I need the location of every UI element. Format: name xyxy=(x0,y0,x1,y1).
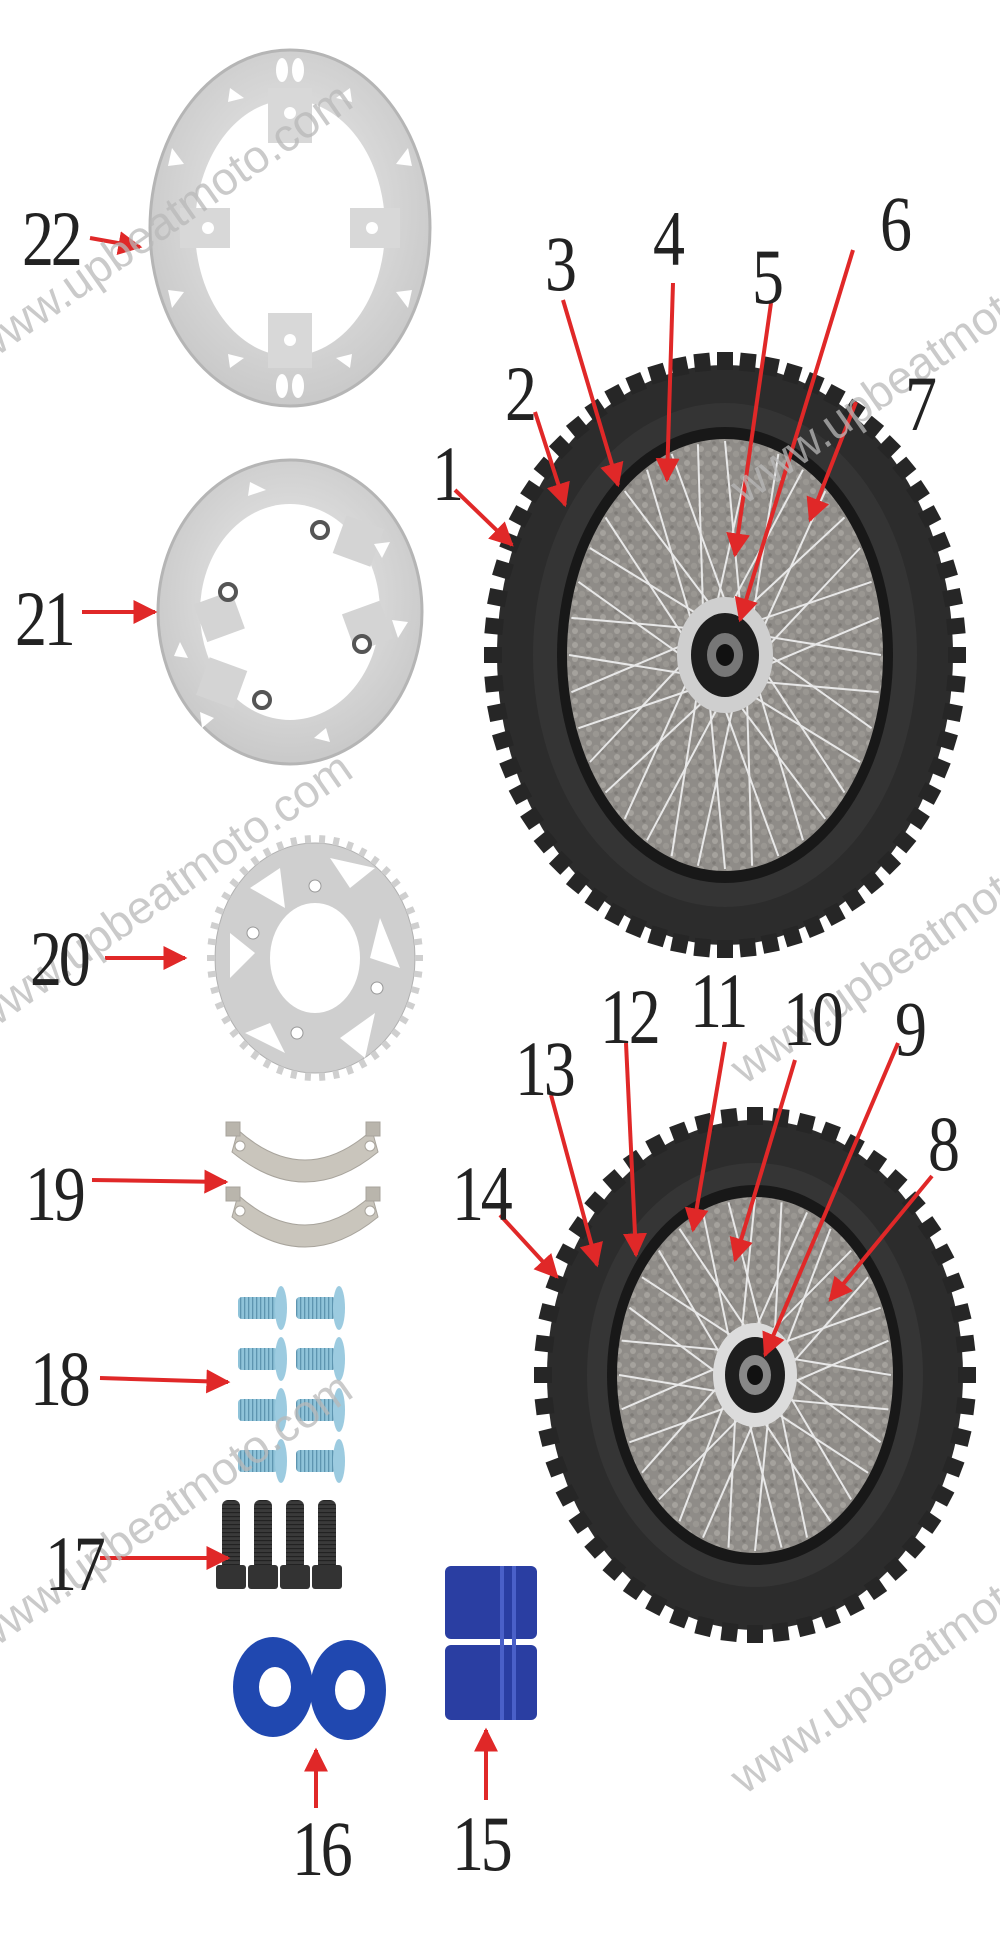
arrow-9 xyxy=(762,1042,900,1358)
callout-label-2: 2 xyxy=(505,350,537,437)
callout-label-13: 13 xyxy=(515,1025,576,1112)
arrow-10 xyxy=(729,1059,797,1263)
callout-label-3: 3 xyxy=(545,220,577,307)
callout-label-16: 16 xyxy=(292,1805,353,1892)
arrow-7 xyxy=(806,401,858,523)
blue-washers xyxy=(233,1637,386,1740)
arrow-3 xyxy=(561,299,624,488)
callout-label-4: 4 xyxy=(653,195,685,282)
rear-wheel xyxy=(534,1107,976,1643)
front-brake-disc xyxy=(148,48,432,408)
callout-label-14: 14 xyxy=(452,1150,513,1237)
arrow-6 xyxy=(734,249,855,623)
rear-sprocket xyxy=(207,835,423,1081)
arrow-2 xyxy=(533,411,570,508)
callout-label-10: 10 xyxy=(783,975,844,1062)
callout-label-20: 20 xyxy=(30,915,91,1002)
callout-arrows xyxy=(82,231,934,1808)
callout-label-8: 8 xyxy=(928,1100,960,1187)
arrow-19 xyxy=(91,1169,229,1194)
black-hex-bolts xyxy=(216,1500,342,1589)
sprocket-lock-plates xyxy=(225,1121,381,1248)
callout-label-9: 9 xyxy=(895,985,927,1072)
callout-label-11: 11 xyxy=(690,957,748,1044)
arrow-1 xyxy=(453,488,514,547)
callout-label-12: 12 xyxy=(600,973,661,1060)
arrow-8 xyxy=(828,1174,934,1302)
callout-label-18: 18 xyxy=(30,1335,91,1422)
arrow-13 xyxy=(549,1094,603,1268)
arrow-11 xyxy=(684,1041,727,1233)
callout-label-22: 22 xyxy=(22,195,83,282)
valve-caps xyxy=(445,1566,537,1720)
arrow-12 xyxy=(622,1042,647,1258)
arrow-22 xyxy=(89,231,143,255)
blue-disc-bolts xyxy=(238,1286,345,1483)
callout-label-21: 21 xyxy=(15,575,76,662)
arrow-18 xyxy=(99,1369,231,1394)
callout-label-6: 6 xyxy=(880,180,912,267)
arrow-4 xyxy=(655,282,680,483)
callout-label-15: 15 xyxy=(452,1800,513,1887)
front-wheel xyxy=(484,352,966,958)
callout-label-7: 7 xyxy=(905,360,937,447)
arrow-5 xyxy=(726,302,773,558)
callout-label-1: 1 xyxy=(432,430,464,517)
rear-brake-disc xyxy=(156,458,424,766)
callout-label-19: 19 xyxy=(25,1150,86,1237)
arrow-14 xyxy=(498,1213,559,1279)
callout-label-17: 17 xyxy=(45,1520,106,1607)
callout-label-5: 5 xyxy=(752,233,784,320)
